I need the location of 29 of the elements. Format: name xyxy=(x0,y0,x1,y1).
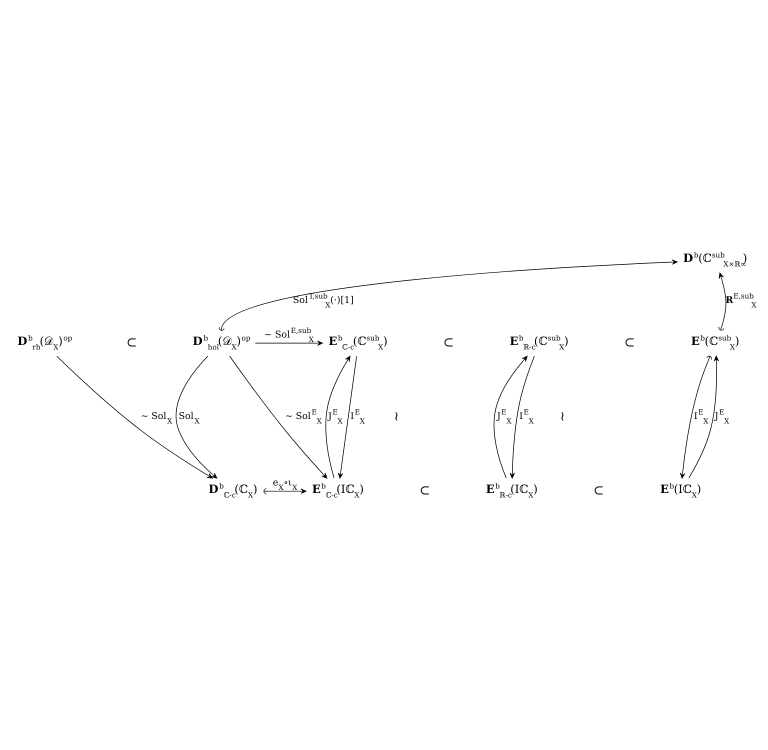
edge-label: ∼ Sol$_{X}$ xyxy=(140,410,172,425)
edge-label: Sol$^{T,sub}$$_{X}$(·)[1] xyxy=(292,291,354,310)
arrow xyxy=(494,355,528,478)
edge-label: e$_{X}$∘ι$_{X}$ xyxy=(272,477,298,492)
node-text: D$^{b}$$_{hol}$(𝒟$_{X}$)$^{op}$ xyxy=(192,333,250,352)
edge-label: Sol$_{X}$ xyxy=(178,410,200,425)
node-text: E$^{b}$(Iℂ$_{X}$) xyxy=(660,481,702,500)
arrow xyxy=(176,355,218,478)
label: ⊂ xyxy=(593,482,604,498)
arrow xyxy=(338,355,357,478)
arrow xyxy=(56,355,213,478)
label: ⊂ xyxy=(443,334,454,350)
node-text: D$^{b}$$_{rh}$(𝒟$_{X}$)$^{op}$ xyxy=(17,333,72,352)
label: ⊂ xyxy=(419,482,430,498)
node-text: E$^{b}$(ℂ$^{sub}$$_{X}$) xyxy=(691,333,740,352)
arrow xyxy=(254,340,323,346)
node-text: E$^{b}$$_{ℝ-c}$(ℂ$^{sub}$$_{X}$) xyxy=(510,333,569,352)
arrow xyxy=(325,355,350,478)
node-text: D$^{b}$$_{ℂ-c}$(ℂ$_{X}$) xyxy=(208,481,258,500)
node-text: E$^{b}$$_{ℂ-c}$(ℂ$^{sub}$$_{X}$) xyxy=(328,333,388,352)
label: ≀ xyxy=(394,408,400,424)
arrow xyxy=(680,355,712,478)
label: ⊂ xyxy=(126,334,138,350)
label: ⊂ xyxy=(624,334,636,350)
arrow xyxy=(510,355,535,478)
label: ≀ xyxy=(560,408,566,424)
node-text: E$^{b}$$_{ℝ-c}$(Iℂ$_{X}$) xyxy=(486,481,538,500)
node-text: E$^{b}$$_{ℂ-c}$(Iℂ$_{X}$) xyxy=(312,481,364,500)
arrow xyxy=(229,355,328,478)
